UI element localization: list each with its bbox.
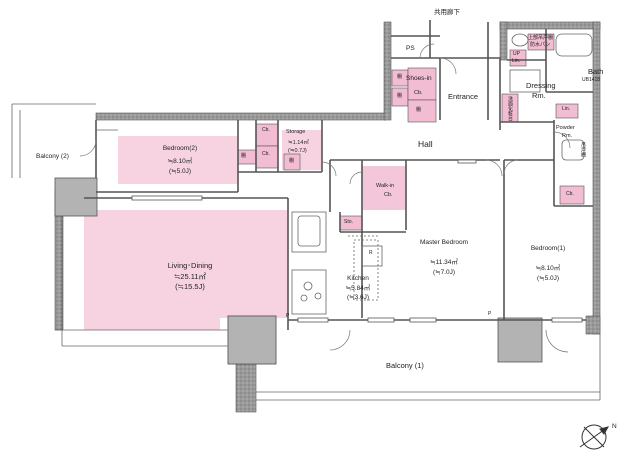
balcony1-label: Balcony (1) [386,361,424,370]
powder-label: Powder [556,125,575,131]
balcony2-label: Balcony (2) [36,153,69,160]
sto-label: Sto. [344,219,353,225]
corridor-label: 共用廊下 [434,9,460,16]
shelf-label-1: 棚 [241,153,247,159]
compass-icon [579,424,610,450]
walkin-closet-floor [362,166,406,210]
shelf-label-4: 棚 [397,93,403,99]
ps-label: PS [406,45,415,52]
shelf-label-2: 棚 [289,158,295,164]
storage-tatami-label: (≒0.7J) [288,148,307,154]
bedroom1-tatami-label: (≒5.0J) [536,275,560,282]
powder-cabinet-label: Cb. [566,191,574,197]
kitchen-label: Kitchen [347,275,369,282]
walkin-label: Walk-in [376,183,395,189]
linen-label: Lin. [562,106,571,112]
cabinets [237,33,585,231]
bath-label: Bath [588,67,604,76]
living-dining-tatami-label: (≒15.5J) [175,282,205,291]
living-dining-label: Living･Dining [167,261,213,270]
refrigerator-label: R [369,250,373,256]
bedroom2-tatami-label: (≒5.0J) [168,168,192,175]
storage-label: Storage [286,129,306,135]
shoes-in-cb-label: Cb. [414,90,423,96]
master-area-label: ≒11.34㎡ [430,259,458,266]
bath-spec-label: UB1418 [582,77,601,83]
shoes-in-label: Shoes-in [406,75,432,82]
storage-area-label: ≒1.14㎡ [288,140,309,146]
upper-linen-lin-label: Lin. [512,58,521,64]
living-dining-area-label: ≒25.11㎡ [173,272,207,281]
kitchen-area-label: ≒5.84㎡ [345,285,371,292]
bedroom2-label: Bedroom(2) [162,145,198,152]
living-dining-floor [84,210,288,330]
powder-rm-label: Rm. [562,133,573,139]
pipe-label-1: P [286,313,290,319]
bedroom2-floor [118,136,238,184]
hall-label: Hall [418,139,433,149]
column-right [497,317,543,363]
walkin-cb-label: Cb. [384,192,393,198]
sliding-doors [131,159,583,323]
door-swings [79,43,571,353]
washer-pan-label: 防水パン [530,42,551,48]
shelf-label-3: 棚 [397,74,403,80]
toilet-shelf-label: 吊戸棚 [580,142,586,157]
thin-lines [11,33,601,401]
pipe-label-2: P [488,311,492,317]
column-center [227,315,277,365]
cabinet-label-2: Cb. [262,151,270,157]
upper-linen-label: UP [513,51,520,57]
dressing-rm-label: Rm. [532,91,546,100]
shelf-label-5: 棚 [416,107,422,113]
wash-basin-label: 洗面化粧台 [507,96,513,121]
compass-north-label: N [612,423,617,430]
bedroom1-label: Bedroom(1) [530,245,566,252]
master-tatami-label: (≒7.0J) [432,269,456,276]
dressing-label: Dressing [526,81,556,90]
bedroom2-area-label: ≒8.10㎡ [167,158,193,165]
washer-upper-label: 上部吊戸棚 [528,35,554,41]
column-left [54,177,98,217]
master-bedroom-label: Master Bedroom [419,239,469,246]
interior-walls [84,20,593,330]
bedroom1-area-label: ≒8.10㎡ [535,265,561,272]
entrance-label: Entrance [448,92,479,101]
kitchen-tatami-label: (≒3.6J) [346,294,370,301]
cabinet-label-1: Cb. [262,127,270,133]
